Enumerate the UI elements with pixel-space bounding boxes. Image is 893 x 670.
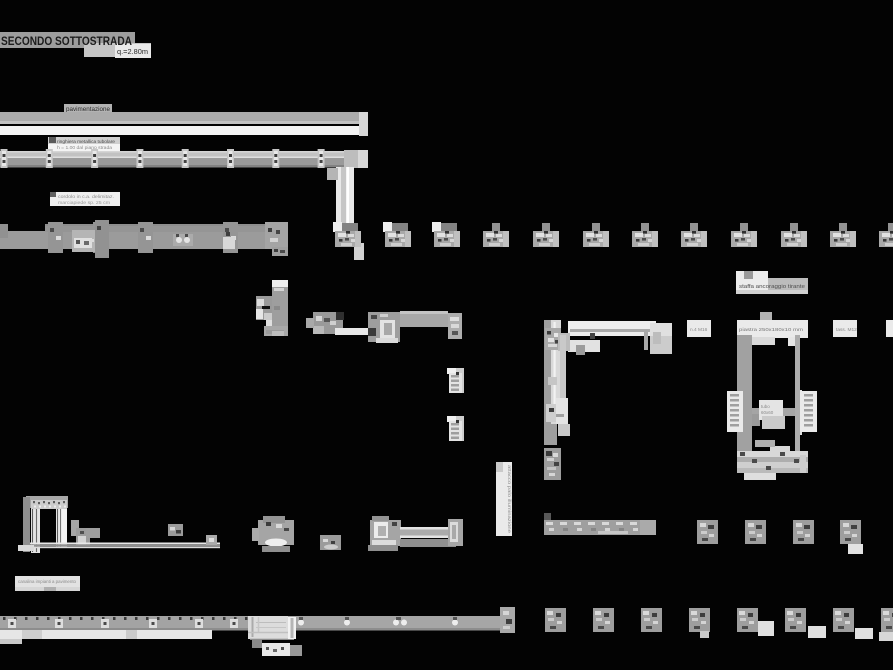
svg-text:piastra 250x180x10 mm: piastra 250x180x10 mm <box>739 327 803 333</box>
svg-text:pavimentazione: pavimentazione <box>66 107 111 113</box>
svg-text:SECONDO SOTTOSTRADA: SECONDO SOTTOSTRADA <box>1 34 132 48</box>
svg-text:ringhiera metallica tubolare: ringhiera metallica tubolare <box>57 139 115 144</box>
svg-text:tass. M12: tass. M12 <box>836 327 857 333</box>
svg-text:h = 1.00 dal piano strada: h = 1.00 dal piano strada <box>57 145 112 150</box>
svg-text:tubo: tubo <box>761 404 770 409</box>
svg-text:q.=2.80m: q.=2.80m <box>117 49 148 56</box>
svg-text:n.4 M16: n.4 M16 <box>690 327 708 333</box>
svg-text:attacco palo illuminazione: attacco palo illuminazione <box>506 465 512 533</box>
svg-text:staffa ancoraggio tirante: staffa ancoraggio tirante <box>739 284 805 290</box>
svg-text:marciapiede sp. 25 cm: marciapiede sp. 25 cm <box>58 200 110 205</box>
svg-text:60x60: 60x60 <box>761 410 774 415</box>
svg-text:cordolo in c.a. delimitaz.: cordolo in c.a. delimitaz. <box>58 194 114 199</box>
svg-text:canalina impianti a pavimento: canalina impianti a pavimento <box>18 579 76 584</box>
